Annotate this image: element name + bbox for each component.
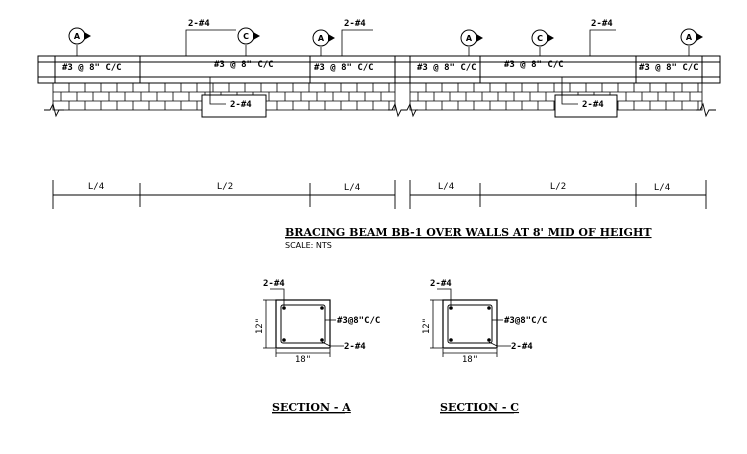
section-a-depth-label: 12" (255, 318, 265, 334)
break-marks (44, 102, 716, 118)
stirrup-label: #3 @ 8" C/C (214, 60, 274, 70)
rebar (449, 338, 453, 342)
dimension-label: L/2 (550, 182, 566, 192)
section-c-stirrup (447, 304, 493, 344)
drawing-title: BRACING BEAM BB-1 OVER WALLS AT 8' MID O… (285, 226, 652, 239)
dimension-label: L/4 (344, 183, 360, 193)
section-mark-bubble: C (531, 29, 554, 56)
bottom-bar-leaders (209, 77, 578, 105)
stirrup-label: #3 @ 8" C/C (62, 63, 122, 73)
rebar (320, 306, 324, 310)
section-a-width-label: 18" (295, 355, 311, 365)
stirrup-label: #3 @ 8" C/C (314, 63, 374, 73)
section-c-depth-label: 12" (422, 318, 432, 334)
rebar (320, 338, 324, 342)
stirrup-label: #3 @ 8" C/C (639, 63, 699, 73)
section-c-width-label: 18" (462, 355, 478, 365)
section-mark-letter: A (74, 32, 81, 41)
section-mark-letter: C (537, 34, 543, 43)
rebar (282, 306, 286, 310)
dimension-label: L/4 (654, 183, 670, 193)
section-c-top-bar-label: 2-#4 (430, 279, 452, 289)
section-c-bottom-bar-label: 2-#4 (511, 342, 533, 352)
rebar (282, 338, 286, 342)
top-bar-label: 2-#4 (591, 19, 613, 29)
bottom-bar-callout-box-2 (554, 94, 618, 118)
bottom-bar-label: 2-#4 (230, 100, 252, 110)
stirrup-label: #3 @ 8" C/C (504, 60, 564, 70)
section-mark-letter: A (686, 33, 693, 42)
dimension-line (52, 180, 707, 209)
section-mark-bubble: C (237, 27, 260, 56)
rebar (487, 306, 491, 310)
section-a-bottom-bar-label: 2-#4 (344, 342, 366, 352)
section-c: 2-#4 #3@8"C/C 2-#4 18" 12" SECTION - C (422, 279, 547, 414)
section-a-stirrup-label: #3@8"C/C (337, 316, 380, 326)
dimension-label: L/2 (217, 182, 233, 192)
scale-note: SCALE: NTS (285, 241, 332, 250)
section-c-title: SECTION - C (440, 401, 519, 414)
top-bar-label: 2-#4 (188, 19, 210, 29)
rebar (487, 338, 491, 342)
dimension-label: L/4 (438, 182, 454, 192)
rebar (449, 306, 453, 310)
bottom-bar-label: 2-#4 (582, 100, 604, 110)
stirrup-label: #3 @ 8" C/C (417, 63, 477, 73)
bricks-left (60, 83, 390, 110)
section-mark-bubble: A (460, 29, 483, 56)
section-mark-bubble: A (68, 27, 91, 56)
section-a-top-bar-label: 2-#4 (263, 279, 285, 289)
beam-elevation (37, 55, 721, 84)
section-mark-letter: A (466, 34, 473, 43)
bricks-right (417, 83, 699, 110)
bottom-bar-callout-box-1 (201, 94, 267, 118)
top-bar-label: 2-#4 (344, 19, 366, 29)
section-mark-letter: A (318, 34, 325, 43)
section-a-title: SECTION - A (272, 401, 351, 414)
section-c-outline (442, 299, 498, 349)
section-a: 2-#4 #3@8"C/C 2-#4 18" 12" SECTION - A (255, 279, 380, 414)
section-a-outline (275, 299, 331, 349)
section-a-stirrup (280, 304, 326, 344)
section-c-stirrup-label: #3@8"C/C (504, 316, 547, 326)
dimension-label: L/4 (88, 182, 104, 192)
section-mark-letter: C (243, 32, 249, 41)
section-mark-bubble: A (680, 28, 703, 56)
section-mark-bubble: A (312, 29, 335, 56)
top-bar-leaders (185, 29, 616, 56)
